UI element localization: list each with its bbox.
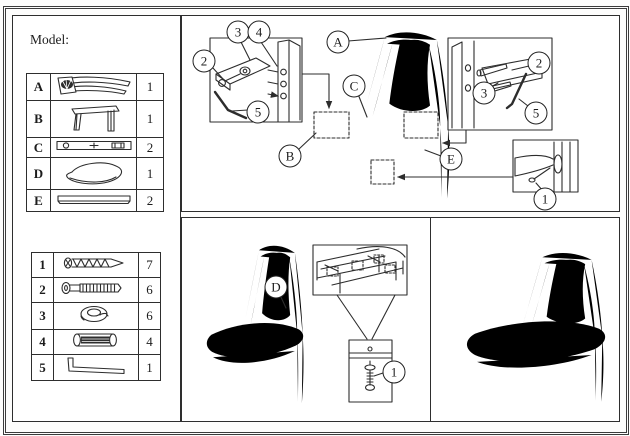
hardware-number: 1: [31, 252, 54, 278]
callout-B: B: [278, 144, 302, 168]
joint-highlight-left: [314, 112, 349, 138]
part-letter: D: [26, 157, 51, 190]
parts-table: A 1 B: [26, 73, 164, 212]
allen-key-icon: [67, 357, 125, 375]
callout-leader-lines: [212, 38, 543, 191]
callout-3: 3: [472, 81, 496, 105]
model-label: Model:: [30, 32, 69, 47]
callout-D: D: [264, 275, 288, 299]
callout-5: 5: [246, 100, 270, 124]
finished-chair-drawing: [466, 253, 606, 411]
hardware-number: 2: [31, 277, 54, 303]
part-qty: 2: [136, 137, 164, 158]
seat-part-icon: [65, 162, 122, 185]
part-qty: 2: [136, 189, 164, 212]
table-row: 5 1: [31, 354, 161, 381]
callout-2: 2: [192, 49, 216, 73]
part-qty: 1: [136, 73, 164, 101]
inset-pointer-arrow: [441, 130, 466, 147]
joint-highlight-stretcher: [371, 160, 394, 184]
table-row: E 2: [26, 189, 164, 212]
wood-screw-icon: [63, 257, 124, 269]
bolt-icon: [61, 281, 122, 295]
hardware-qty: 1: [138, 354, 161, 381]
seat-underside-inset: [313, 245, 407, 295]
step2-diagram: [206, 218, 432, 413]
hardware-number: 5: [31, 354, 54, 381]
table-row: 3 6: [31, 302, 161, 330]
part-letter: A: [26, 73, 51, 101]
callout-1: 1: [382, 360, 406, 384]
hardware-qty: 7: [138, 252, 161, 278]
callout-1: 1: [533, 187, 557, 211]
table-row: 1 7: [31, 252, 161, 278]
callout-C: C: [342, 74, 366, 98]
table-row: D 1: [26, 157, 164, 190]
hardware-number: 4: [31, 329, 54, 355]
inset-connector-lines: [337, 295, 395, 339]
part-letter: E: [26, 189, 51, 212]
callout-2: 2: [527, 51, 551, 75]
part-letter: C: [26, 137, 51, 158]
callout-3: 3: [226, 20, 250, 44]
lock-washer-icon: [80, 305, 109, 323]
table-row: 2 6: [31, 277, 161, 303]
finished-chair-panel: [430, 217, 620, 422]
assembly-step-2-panel: D 1: [181, 217, 433, 422]
barrel-nut-icon: [73, 333, 117, 347]
part-letter: B: [26, 100, 51, 138]
callout-5: 5: [524, 101, 548, 125]
hardware-number: 3: [31, 302, 54, 330]
callout-4: 4: [247, 20, 271, 44]
front-leg-frame-part-icon: [70, 105, 120, 132]
side-rail-part-icon: [55, 140, 132, 151]
part-qty: 1: [136, 100, 164, 138]
callout-E: E: [439, 147, 463, 171]
stretcher-part-icon: [56, 194, 131, 204]
hardware-qty: 6: [138, 302, 161, 330]
parts-list-panel: Model: A 1 B: [12, 15, 181, 422]
hardware-qty: 6: [138, 277, 161, 303]
assembly-step-1-panel: A C B E 2 3 4 5 2 3 5 1: [181, 15, 620, 212]
inset-pointer-arrow: [302, 74, 333, 110]
part-qty: 1: [136, 157, 164, 190]
table-row: B 1: [26, 100, 164, 138]
hardware-table: 1 7 2: [31, 252, 161, 381]
table-row: C 2: [26, 137, 164, 158]
table-row: A 1: [26, 73, 164, 101]
page-border: [3, 6, 629, 435]
hardware-qty: 4: [138, 329, 161, 355]
table-row: 4 4: [31, 329, 161, 355]
screw-detail-inset: [513, 140, 578, 192]
backrest-part-icon: [56, 76, 131, 95]
callout-A: A: [326, 30, 350, 54]
joint-highlight-right: [404, 112, 438, 138]
